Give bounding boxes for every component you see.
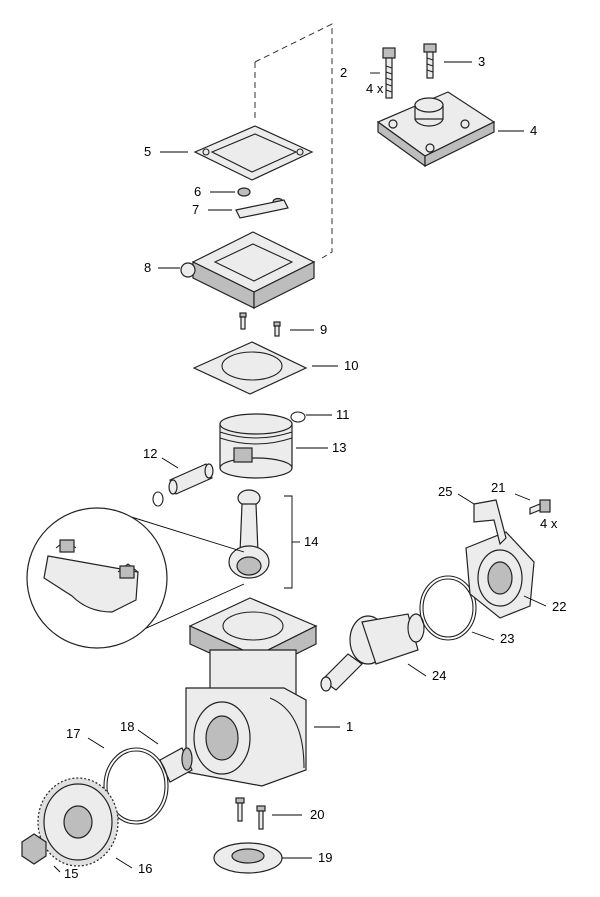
callout-15: 15: [64, 866, 78, 881]
callout-2: 2: [340, 65, 347, 80]
part-9-screws[interactable]: [239, 312, 281, 337]
part-12-piston-pin[interactable]: [168, 463, 214, 495]
quantity-note-bolts: 4 x: [366, 81, 384, 96]
callout-8: 8: [144, 260, 151, 275]
callout-21: 21: [491, 480, 505, 495]
callout-7: 7: [192, 202, 199, 217]
callout-17: 17: [66, 726, 80, 741]
callout-labels: 1 2 3 4 5 6 7 8 9 10 11 12 13 14 15 16 1…: [64, 54, 566, 881]
callout-22: 22: [552, 599, 566, 614]
part-14-bracket: [284, 495, 293, 589]
part-25-bracket[interactable]: [473, 499, 507, 546]
part-3-screw[interactable]: [423, 43, 437, 79]
part-24-crankshaft[interactable]: [320, 613, 425, 692]
callout-18: 18: [120, 719, 134, 734]
callout-1: 1: [346, 719, 353, 734]
callout-16: 16: [138, 861, 152, 876]
bearing-shell-detail: [26, 507, 245, 649]
part-23-o-ring[interactable]: [419, 575, 477, 641]
part-2-bolt[interactable]: [382, 47, 396, 99]
part-17-o-ring[interactable]: [103, 747, 169, 825]
callout-5: 5: [144, 144, 151, 159]
callout-25: 25: [438, 484, 452, 499]
part-12-circlip: [152, 491, 164, 507]
part-19-seal[interactable]: [213, 842, 283, 874]
part-5-gasket[interactable]: [193, 125, 314, 181]
part-20-screws[interactable]: [235, 797, 266, 830]
part-13-piston[interactable]: [219, 413, 293, 479]
part-16-gear[interactable]: [37, 777, 119, 867]
quantity-note-screws: 4 x: [540, 516, 558, 531]
callout-24: 24: [432, 668, 446, 683]
part-15-nut[interactable]: [21, 833, 47, 865]
callout-20: 20: [310, 807, 324, 822]
part-11-circlip[interactable]: [290, 411, 306, 423]
callout-3: 3: [478, 54, 485, 69]
callout-11: 11: [336, 407, 350, 422]
part-1-crankcase[interactable]: [185, 597, 318, 787]
callout-9: 9: [320, 322, 327, 337]
callout-4: 4: [530, 123, 537, 138]
leader-lines: [53, 61, 547, 873]
part-18-bushing[interactable]: [159, 747, 193, 783]
part-8-valve-plate[interactable]: [180, 231, 316, 309]
part-4-cover-plate[interactable]: [376, 91, 496, 168]
callout-13: 13: [332, 440, 346, 455]
callout-12: 12: [143, 446, 157, 461]
part-21-screw[interactable]: [529, 499, 551, 515]
callout-14: 14: [304, 534, 318, 549]
part-14-connecting-rod[interactable]: [228, 489, 270, 579]
part-7-valve-strip[interactable]: [235, 199, 289, 219]
assembly-dashed-line: [254, 23, 333, 259]
callout-19: 19: [318, 850, 332, 865]
part-22-bearing-cover[interactable]: [465, 531, 535, 619]
part-10-gasket[interactable]: [192, 341, 308, 395]
callout-6: 6: [194, 184, 201, 199]
callout-23: 23: [500, 631, 514, 646]
callout-10: 10: [344, 358, 358, 373]
